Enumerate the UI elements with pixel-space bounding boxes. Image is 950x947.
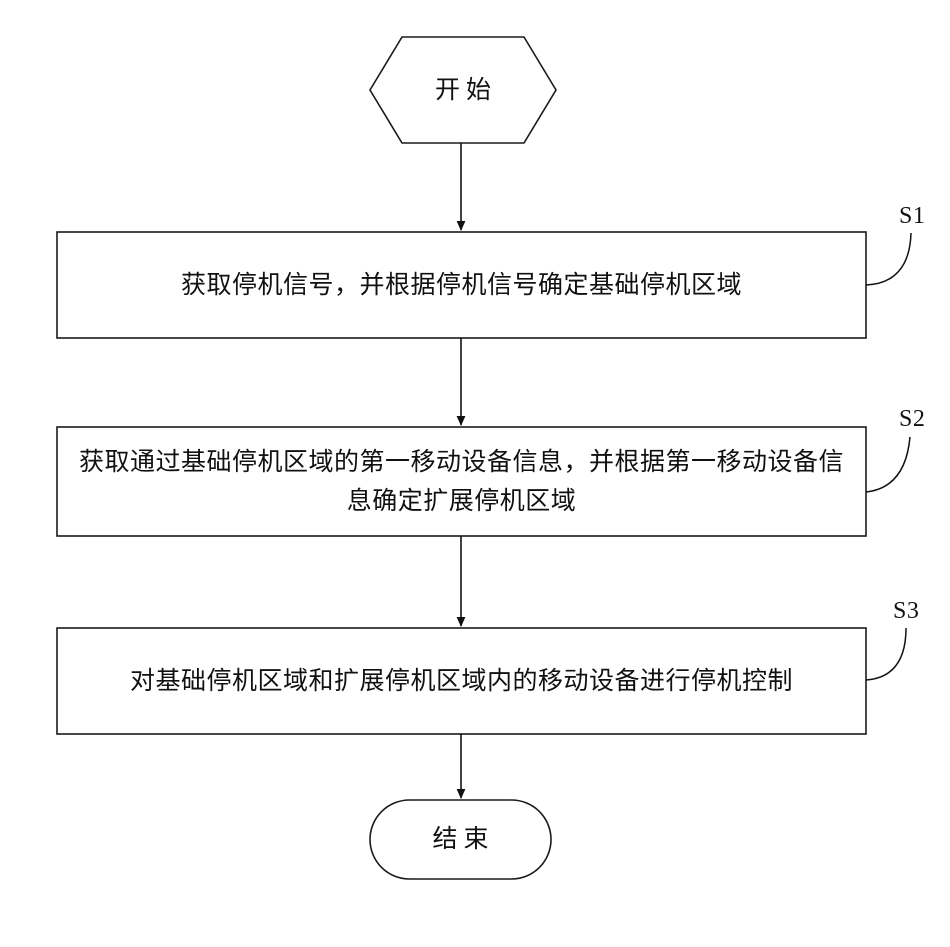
step2-node-shape [56,426,867,537]
leader-line-s2 [865,436,911,493]
step-tag-s1: S1 [899,203,926,229]
leader-line-s1 [865,232,912,286]
start-node-shape [369,36,557,144]
step3-node-shape [56,627,867,735]
step-tag-s3: S3 [893,598,920,624]
step-tag-s2: S2 [899,406,926,432]
step1-node-shape [56,231,867,339]
end-node-shape [369,799,552,880]
leader-line-s3 [865,627,907,681]
